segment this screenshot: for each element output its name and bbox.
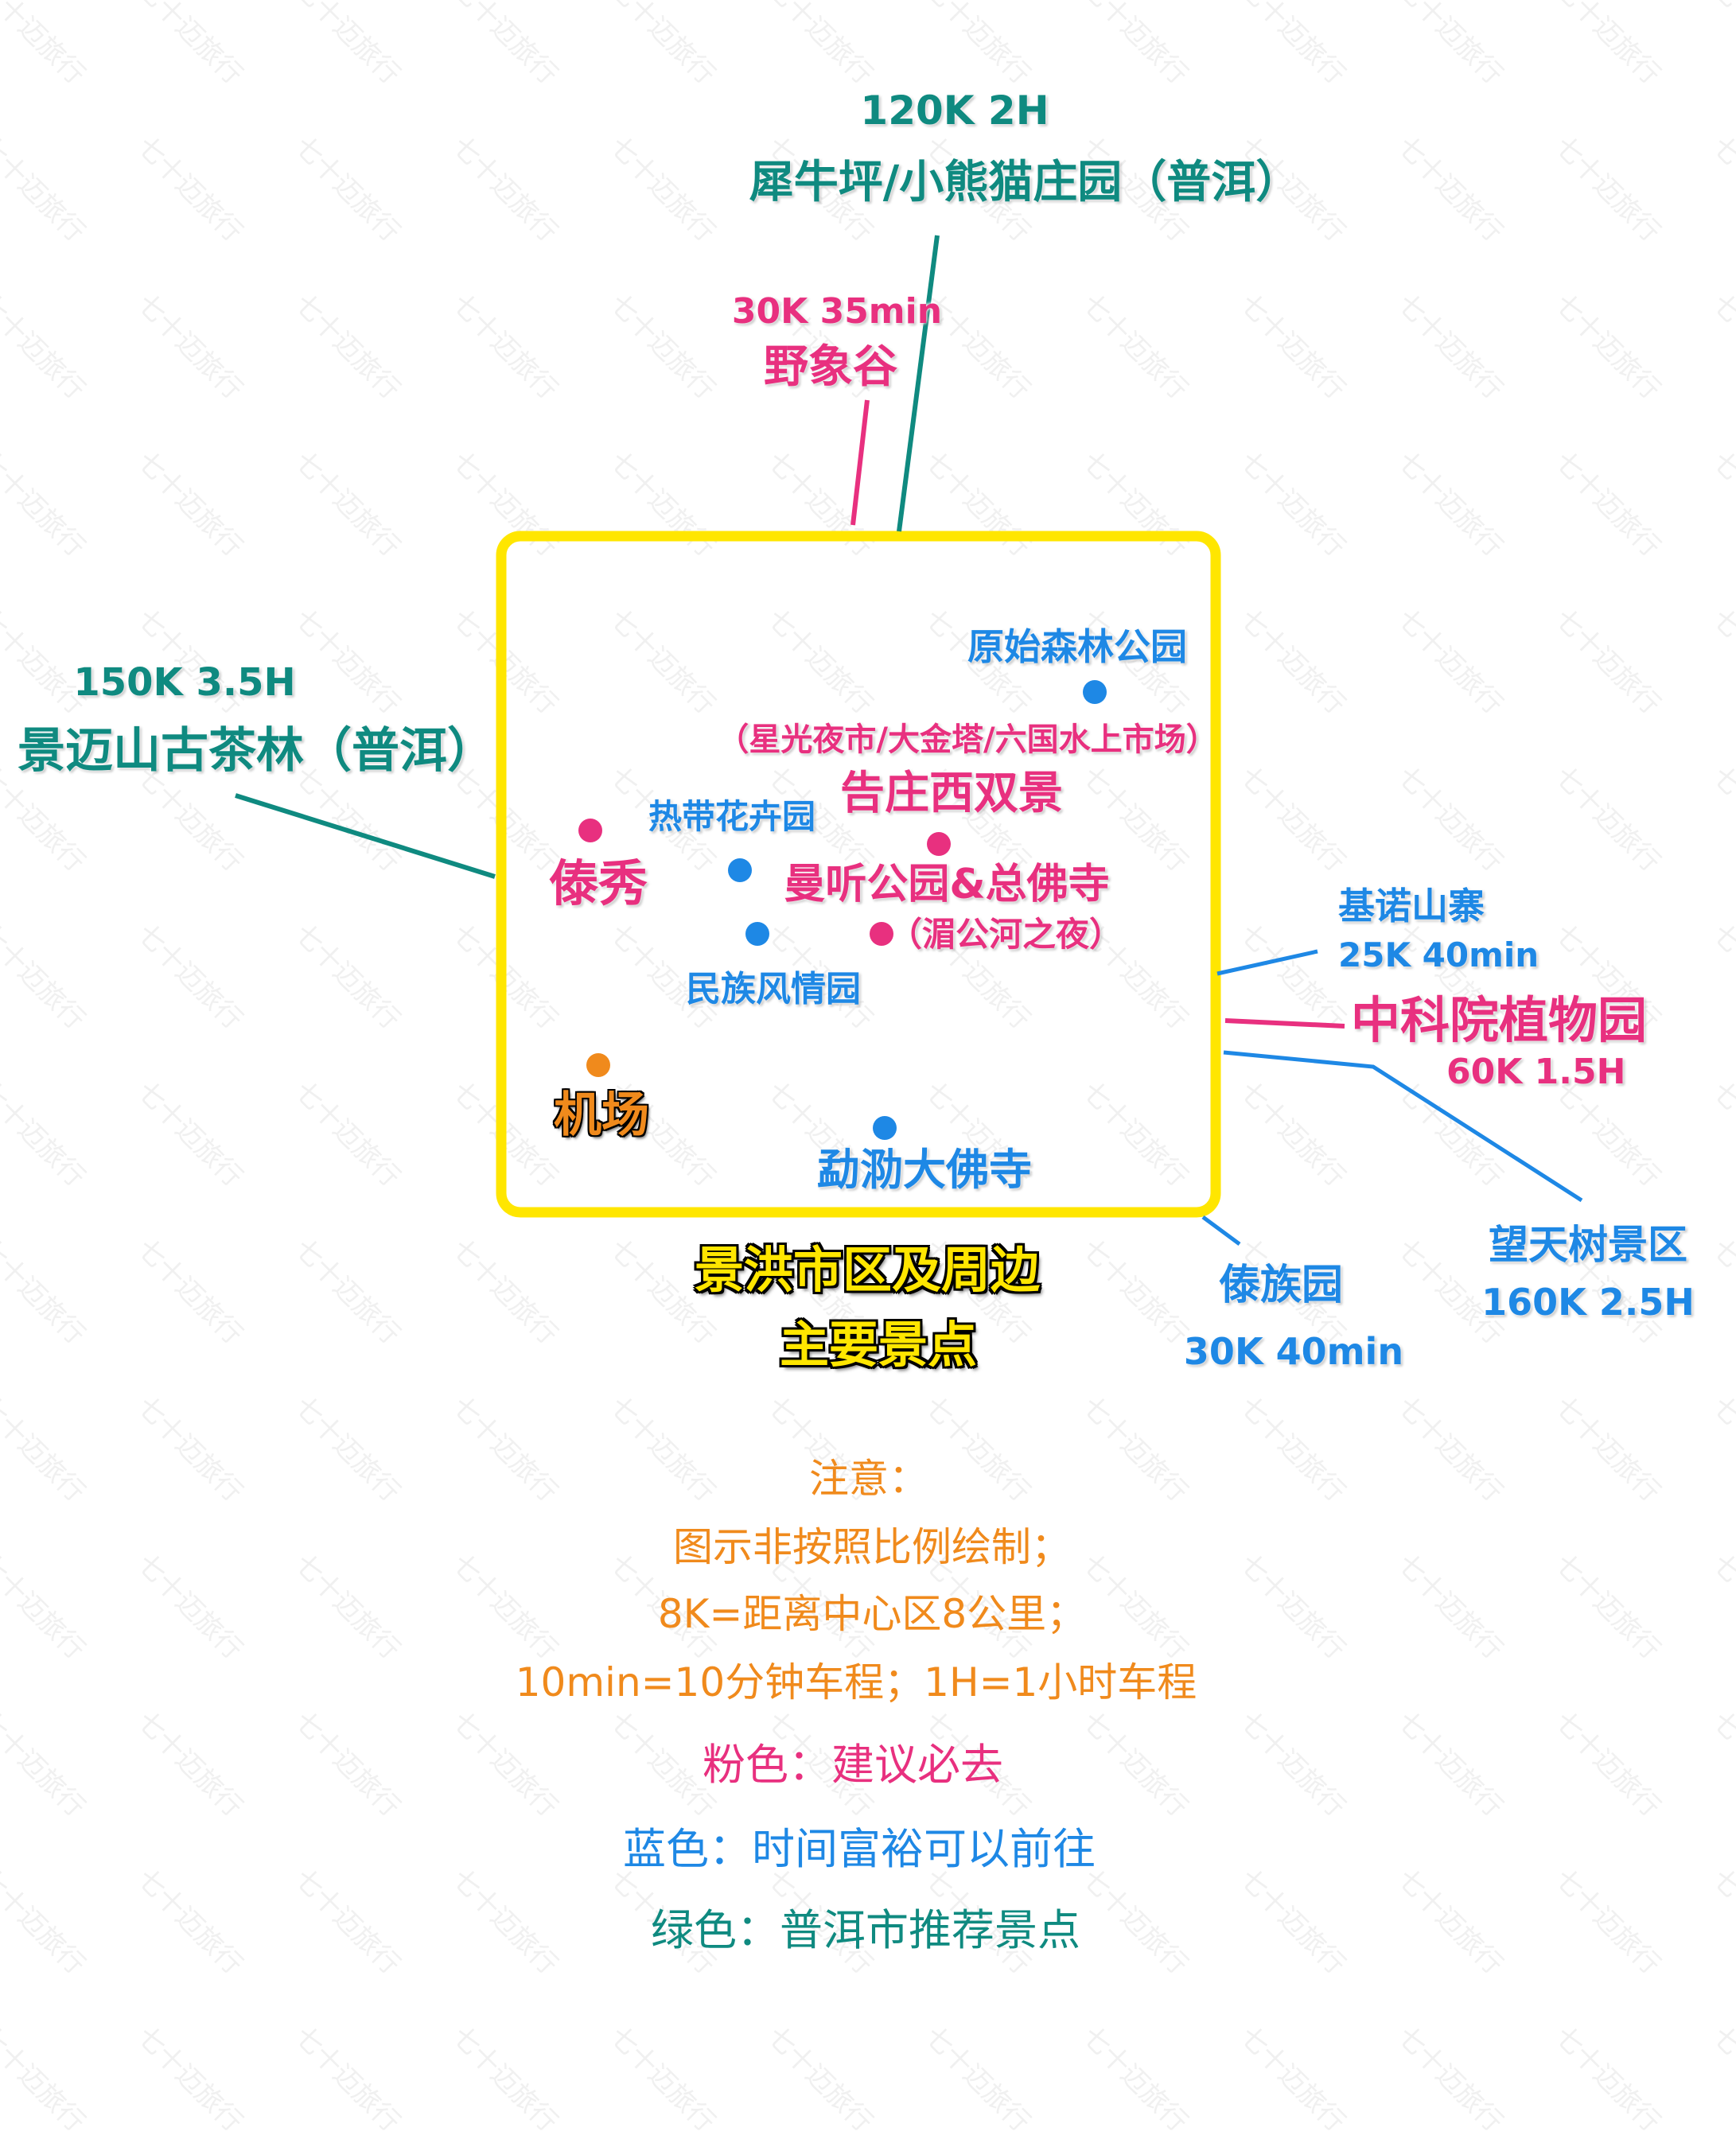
xiniuping-label[interactable]: 犀牛坪/小熊猫庄园（普洱） — [749, 157, 1301, 208]
note-line3: 10min=10分钟车程；1H=1小时车程 — [515, 1659, 1197, 1705]
jingmai-label[interactable]: 景迈山古茶林（普洱） — [18, 723, 495, 779]
legend-blue: 蓝色：时间富裕可以前往 — [623, 1824, 1096, 1874]
watermark-text: 七十迈旅行 — [288, 2020, 407, 2139]
watermark-text: 七十迈旅行 — [918, 2020, 1037, 2139]
note-title: 注意： — [809, 1456, 928, 1502]
watermark-text: 七十迈旅行 — [1391, 2020, 1509, 2139]
line-jingmai — [235, 793, 496, 879]
line-zhongkeyuan — [1224, 1018, 1345, 1029]
airport-marker[interactable] — [586, 1053, 610, 1077]
forest-park-marker[interactable] — [1083, 680, 1107, 704]
tropical-garden-label[interactable]: 热带花卉园 — [648, 797, 816, 836]
yexianggu-label[interactable]: 野象谷 — [764, 341, 897, 393]
box-title-line2: 主要景点 — [779, 1316, 978, 1374]
wangtianshu-label[interactable]: 望天树景区 — [1489, 1222, 1687, 1268]
line-yexianggu — [850, 399, 870, 526]
legend-green: 绿色：普洱市推荐景点 — [651, 1905, 1080, 1955]
jinuo-distance: 25K 40min — [1338, 935, 1539, 974]
ethnic-park-marker[interactable] — [745, 922, 769, 946]
watermark-text: 七十迈旅行 — [1076, 2020, 1194, 2139]
forest-park-label[interactable]: 原始森林公园 — [967, 625, 1187, 668]
jinuo-label[interactable]: 基诺山寨 — [1338, 885, 1485, 928]
daixiu-marker[interactable] — [578, 819, 602, 842]
xiniuping-distance: 120K 2H — [860, 88, 1049, 134]
watermark-text: 七十迈旅行 — [0, 2020, 91, 2139]
watermark-text: 七十迈旅行 — [446, 2020, 564, 2139]
line-jinuo — [1216, 949, 1318, 976]
yexianggu-distance: 30K 35min — [731, 291, 943, 332]
buddha-temple-marker[interactable] — [873, 1116, 897, 1140]
city-area-box — [496, 531, 1221, 1218]
manting-label[interactable]: 曼听公园&总佛寺 — [784, 861, 1110, 908]
gaozhuang-subtitle: （星光夜市/大金塔/六国水上市场） — [717, 721, 1218, 758]
legend-pink: 粉色：建议必去 — [703, 1740, 1003, 1790]
zhongkeyuan-label[interactable]: 中科院植物园 — [1351, 991, 1648, 1049]
note-line1: 图示非按照比例绘制； — [673, 1524, 1071, 1570]
note-line2: 8K=距离中心区8公里； — [657, 1591, 1087, 1637]
manting-marker[interactable] — [870, 922, 893, 946]
wangtianshu-distance: 160K 2.5H — [1481, 1281, 1695, 1324]
watermark-text: 七十迈旅行 — [1548, 2020, 1667, 2139]
watermark-text: 七十迈旅行 — [130, 2020, 249, 2139]
gaozhuang-marker[interactable] — [927, 832, 951, 856]
line-wangtianshu — [1223, 1050, 1583, 1203]
daizuyuan-label[interactable]: 傣族园 — [1218, 1262, 1344, 1309]
daizuyuan-distance: 30K 40min — [1183, 1330, 1404, 1373]
buddha-temple-label[interactable]: 勐泐大佛寺 — [817, 1145, 1032, 1195]
airport-label[interactable]: 机场 — [554, 1087, 649, 1143]
box-title-line1: 景洪市区及周边 — [694, 1241, 1041, 1299]
gaozhuang-label[interactable]: 告庄西双景 — [840, 768, 1063, 819]
line-daizuyuan — [1201, 1215, 1241, 1246]
meigong-night-label: （湄公河之夜） — [888, 915, 1123, 954]
zhongkeyuan-distance: 60K 1.5H — [1446, 1052, 1626, 1092]
watermark-text: 七十迈旅行 — [761, 2020, 879, 2139]
jingmai-distance: 150K 3.5H — [73, 660, 296, 705]
watermark-text: 七十迈旅行 — [603, 2020, 722, 2139]
ethnic-park-label[interactable]: 民族风情园 — [686, 969, 861, 1009]
map-lines — [235, 235, 1583, 1246]
line-xiniuping — [897, 235, 940, 532]
tropical-garden-marker[interactable] — [728, 858, 752, 882]
watermark-text: 七十迈旅行 — [1233, 2020, 1352, 2139]
daixiu-label[interactable]: 傣秀 — [548, 854, 648, 912]
watermark-text: 七十迈旅行 — [1706, 2020, 1736, 2139]
